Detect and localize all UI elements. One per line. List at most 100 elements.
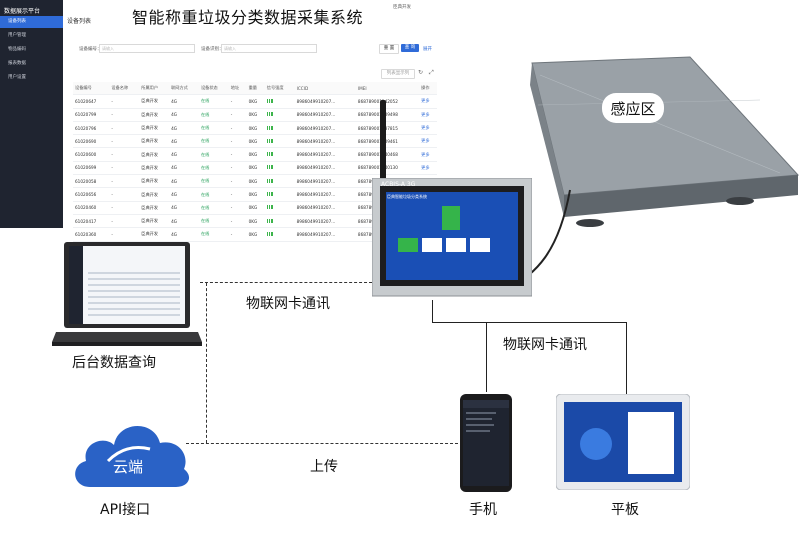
table-cell: 8986049910207...: [294, 161, 356, 176]
table-cell: 在线: [198, 161, 229, 176]
dashboard-page-title: 设备列表: [67, 18, 92, 25]
signal-icon: [264, 94, 295, 109]
table-cell: 61020058: [73, 174, 110, 189]
signal-bars-icon: [266, 178, 273, 183]
tablet: [556, 394, 690, 490]
table-cell: 4G: [169, 161, 199, 176]
columns-button[interactable]: 列表显示列: [381, 69, 415, 79]
table-cell: 61020690: [73, 134, 110, 149]
table-cell: -: [228, 227, 247, 242]
signal-icon: [264, 121, 295, 136]
table-cell: 4G: [169, 121, 199, 136]
table-cell: 8986049910207...: [294, 94, 356, 109]
reset-button[interactable]: 重 置: [379, 44, 399, 54]
filter-id-input[interactable]: 请输入: [221, 44, 317, 53]
table-cell: 臣典开发: [139, 187, 170, 202]
signal-bars-icon: [266, 218, 273, 223]
table-cell: 868789001340130: [355, 161, 420, 176]
table-header-cell: 设备名称: [109, 82, 140, 96]
sidebar-item-devices[interactable]: 设备列表: [0, 16, 63, 28]
table-cell: 0KG: [246, 94, 265, 109]
table-cell: 4G: [169, 227, 199, 242]
table-cell: 在线: [198, 214, 229, 229]
scale-platform: [530, 56, 800, 227]
table-cell: 8986049910207...: [294, 108, 356, 122]
table-cell: 臣典开发: [139, 134, 170, 149]
table-cell: 61020656: [73, 187, 110, 202]
table-cell: 868789001309498: [355, 108, 420, 122]
dashboard-main: 臣典开发 设备列表 设备编号： 请输入 设备识别： 请输入 重 置 查 询 展开…: [63, 0, 450, 242]
table-cell: 8986049910207...: [294, 134, 356, 149]
cloud-label: 云端: [113, 458, 144, 476]
table-cell: 4G: [169, 134, 199, 149]
table-cell: -: [228, 94, 247, 109]
table-cell: 8986049910207...: [294, 214, 356, 229]
row-more-link[interactable]: 更多: [419, 94, 437, 109]
table-cell: 在线: [198, 108, 229, 122]
row-more-link[interactable]: 更多: [419, 161, 437, 176]
controller-device: [372, 178, 532, 297]
table-cell: 在线: [198, 121, 229, 136]
device-bus-line: [432, 322, 627, 323]
table-cell: -: [109, 121, 140, 136]
row-more-link[interactable]: 更多: [419, 121, 437, 136]
refresh-icon[interactable]: ↻: [418, 69, 424, 76]
table-cell: 臣典开发: [139, 121, 170, 136]
fullscreen-icon[interactable]: ⤢: [429, 69, 434, 76]
search-button[interactable]: 查 询: [401, 44, 419, 52]
signal-icon: [264, 161, 295, 176]
sidebar-item-settings[interactable]: 用户设置: [8, 75, 26, 80]
signal-bars-icon: [266, 138, 273, 143]
expand-link[interactable]: 展开: [423, 47, 432, 52]
row-more-link[interactable]: 更多: [419, 108, 437, 122]
signal-icon: [264, 147, 295, 162]
table-cell: 61020460: [73, 201, 110, 215]
sidebar-item-users[interactable]: 用户管理: [8, 33, 26, 38]
table-cell: 0KG: [246, 214, 265, 229]
table-cell: 0KG: [246, 134, 265, 149]
sidebar-item-codes[interactable]: 物品编码: [8, 47, 26, 52]
table-cell: 61020417: [73, 214, 110, 229]
table-cell: 在线: [198, 94, 229, 109]
row-more-link[interactable]: 更多: [419, 147, 437, 162]
table-cell: 0KG: [246, 201, 265, 215]
table-cell: 臣典开发: [139, 147, 170, 162]
table-cell: -: [109, 201, 140, 215]
cloud-phone-link: [186, 443, 458, 444]
antenna: [380, 100, 386, 182]
table-cell: 4G: [169, 147, 199, 162]
table-cell: -: [109, 187, 140, 202]
table-cell: 0KG: [246, 187, 265, 202]
table-cell: 臣典开发: [139, 161, 170, 176]
row-more-link[interactable]: 更多: [419, 134, 437, 149]
dashboard-user[interactable]: 臣典开发: [393, 5, 411, 10]
table-cell: -: [228, 147, 247, 162]
table-header-cell: 信号强度: [264, 82, 295, 96]
filter-device-input[interactable]: 请输入: [99, 44, 195, 53]
table-header-cell: 操作: [419, 82, 437, 96]
table-cell: 0KG: [246, 161, 265, 176]
table-cell: 8986049910207...: [294, 187, 356, 202]
table-cell: 61020647: [73, 94, 110, 109]
table-header-cell: 重量: [246, 82, 265, 96]
sidebar-item-reports[interactable]: 报表数据: [8, 61, 26, 66]
device-screen-title: 臣典智能垃圾分类系统: [387, 194, 427, 199]
table-cell: -: [228, 187, 247, 202]
table-cell: 868789001242052: [355, 94, 420, 109]
table-cell: 61020360: [73, 227, 110, 242]
table-cell: 61020600: [73, 147, 110, 162]
table-cell: -: [228, 108, 247, 122]
table-cell: 在线: [198, 134, 229, 149]
signal-icon: [264, 201, 295, 215]
dashboard-screenshot: 数据展示平台 设备列表 用户管理 物品编码 报表数据 用户设置 臣典开发 设备列…: [0, 0, 450, 242]
